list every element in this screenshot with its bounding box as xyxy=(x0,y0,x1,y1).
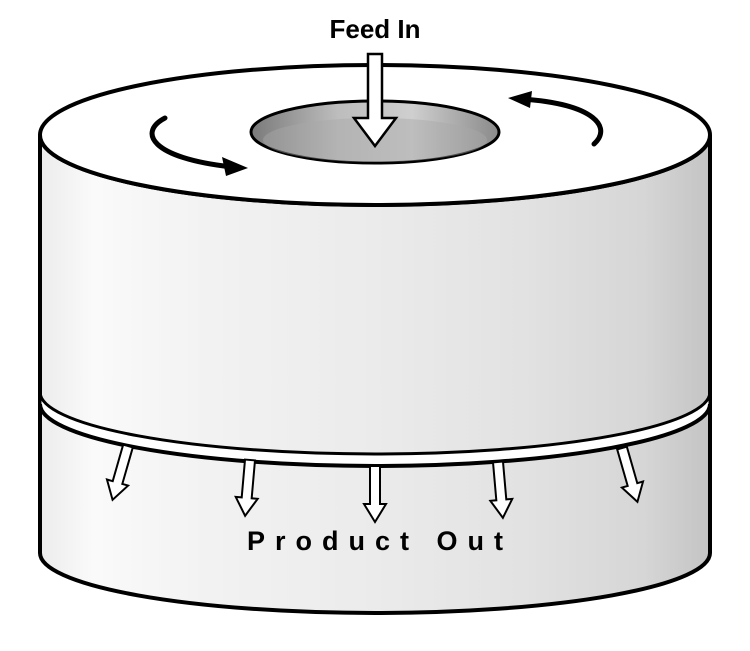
feed-in-label: Feed In xyxy=(329,14,420,44)
product-out-label: Product Out xyxy=(247,526,513,556)
rotation-arrow-left xyxy=(149,115,248,176)
feed-in-arrow xyxy=(351,52,399,149)
product-out-arrow-2 xyxy=(234,458,260,518)
product-out-arrows xyxy=(105,443,645,524)
product-out-arrow-1 xyxy=(105,443,135,502)
product-out-arrow-5 xyxy=(615,445,645,504)
product-out-arrow-3 xyxy=(362,465,388,524)
product-out-arrow-4 xyxy=(488,460,514,520)
rotation-arrow-right xyxy=(508,91,604,147)
